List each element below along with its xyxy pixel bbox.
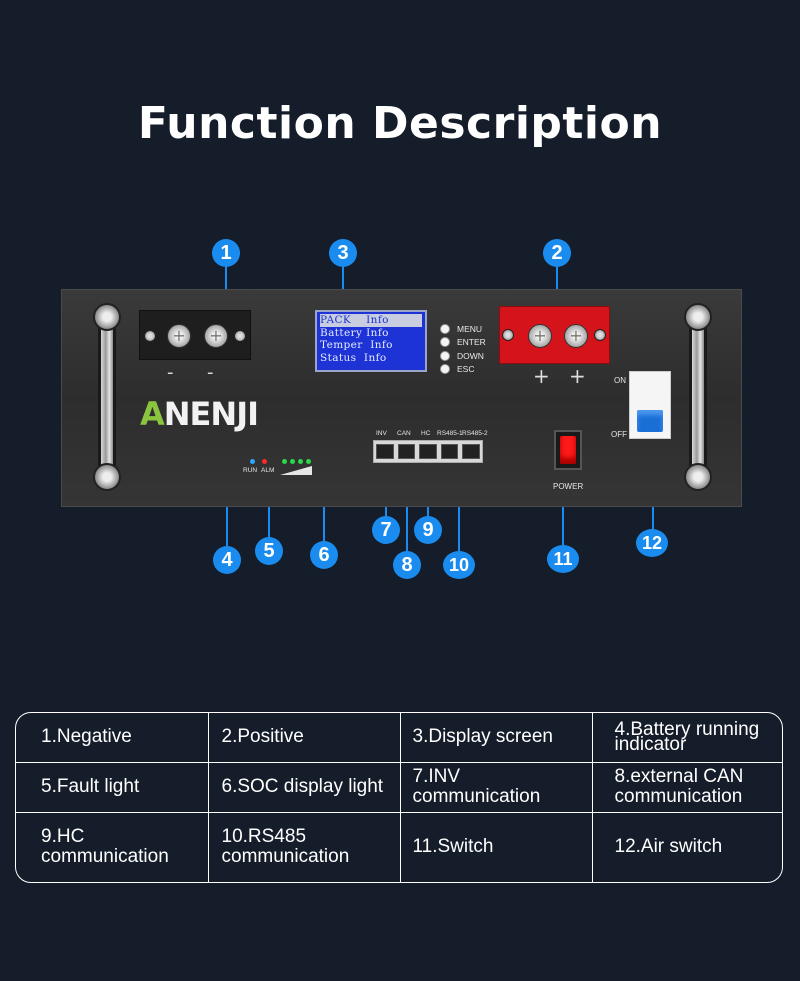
power-switch[interactable] (554, 430, 582, 470)
table-cell: 8.external CAN communication (591, 761, 782, 813)
rs485-1-port[interactable] (440, 444, 459, 459)
can-port[interactable] (397, 444, 416, 459)
soc-led-4 (306, 459, 311, 464)
table-cell: 1.Negative (16, 713, 209, 763)
inv-port[interactable] (376, 444, 394, 459)
table-row: 9.HC communication 10.RS485 communicatio… (16, 811, 782, 882)
table-cell: 9.HC communication (16, 811, 209, 882)
lcd-display-screen: PACK Info Battery Info Temper Info Statu… (315, 310, 427, 372)
esc-button[interactable]: ESC (440, 363, 486, 377)
air-switch-off-label: OFF (611, 430, 627, 439)
positive-sign-1: + (533, 364, 550, 388)
callout-7: 7 (372, 516, 400, 544)
air-switch-toggle[interactable] (637, 410, 663, 432)
rs485-2-port[interactable] (462, 444, 480, 459)
negative-sign-1: - (167, 362, 174, 383)
function-table: 1.Negative 2.Positive 3.Display screen 4… (15, 712, 783, 883)
hc-port[interactable] (419, 444, 437, 459)
positive-bolt-1 (528, 324, 552, 348)
air-switch-on-label: ON (614, 376, 626, 385)
battery-front-panel: - - PACK Info Battery Info Temper Info S… (61, 289, 742, 507)
negative-bolt-2 (204, 324, 228, 348)
callout-2: 2 (543, 239, 571, 267)
positive-sign-2: + (569, 364, 586, 388)
table-cell: 4.Battery running indicator (591, 713, 782, 763)
table-cell: 11.Switch (399, 811, 593, 882)
brand-logo: ANENJI (140, 395, 259, 433)
callout-5: 5 (255, 537, 283, 565)
run-label: RUN (243, 467, 258, 474)
down-button[interactable]: DOWN (440, 349, 486, 363)
alarm-indicator-led (262, 459, 267, 464)
left-handle (93, 303, 121, 491)
right-handle (684, 303, 712, 491)
callout-4: 4 (213, 546, 241, 574)
table-row: 1.Negative 2.Positive 3.Display screen 4… (16, 713, 782, 763)
soc-wedge-icon (280, 466, 312, 475)
table-row: 5.Fault light 6.SOC display light 7.INV … (16, 761, 782, 813)
communication-ports (373, 440, 483, 463)
soc-led-3 (298, 459, 303, 464)
callout-1: 1 (212, 239, 240, 267)
table-cell: 5.Fault light (16, 761, 209, 813)
lcd-buttons: MENU ENTER DOWN ESC (440, 322, 486, 376)
page-title: Function Description (137, 98, 663, 149)
run-indicator-led (250, 459, 255, 464)
callout-3: 3 (329, 239, 357, 267)
table-cell: 3.Display screen (399, 713, 593, 763)
callout-8: 8 (393, 551, 421, 579)
power-label: POWER (553, 482, 584, 491)
air-switch[interactable] (629, 371, 671, 439)
port-label-inv: INV (376, 430, 387, 437)
callout-10: 10 (443, 551, 475, 579)
menu-button[interactable]: MENU (440, 322, 486, 336)
callout-9: 9 (414, 516, 442, 544)
port-label-can: CAN (397, 430, 411, 437)
table-cell: 2.Positive (207, 713, 401, 763)
callout-12: 12 (636, 529, 668, 557)
table-cell: 6.SOC display light (207, 761, 401, 813)
port-label-rs485-1: RS485-1 (437, 430, 463, 437)
soc-led-1 (282, 459, 287, 464)
positive-terminal-block (499, 306, 610, 364)
negative-terminal-block (139, 310, 251, 360)
port-label-hc: HC (421, 430, 431, 437)
positive-bolt-2 (564, 324, 588, 348)
table-cell: 12.Air switch (591, 811, 782, 882)
lcd-row: Temper Info (320, 339, 393, 351)
negative-bolt-1 (167, 324, 191, 348)
table-cell: 7.INV communication (399, 761, 593, 813)
lcd-row: Status Info (320, 351, 387, 364)
soc-led-2 (290, 459, 295, 464)
negative-sign-2: - (207, 362, 214, 383)
table-cell: 10.RS485 communication (207, 811, 401, 882)
callout-11: 11 (547, 545, 579, 573)
callout-6: 6 (310, 541, 338, 569)
enter-button[interactable]: ENTER (440, 336, 486, 350)
alm-label: ALM (261, 467, 275, 474)
lcd-row: PACK Info (320, 314, 422, 327)
lcd-row: Battery Info (320, 326, 389, 339)
port-label-rs485-2: RS485-2 (462, 430, 488, 437)
